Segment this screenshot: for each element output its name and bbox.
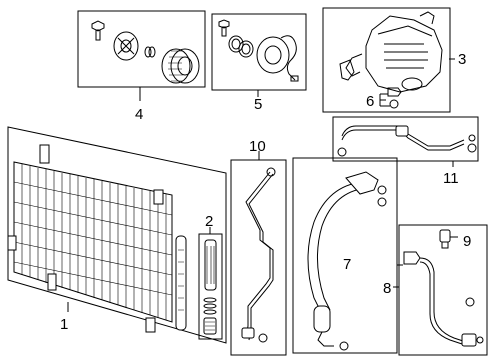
- callout-11: 11: [443, 170, 459, 187]
- callout-4: 4: [135, 106, 143, 123]
- coil-group-5: 5: [211, 13, 307, 113]
- suction-hose-part: [403, 251, 484, 347]
- shim-part: [144, 46, 156, 58]
- pulley-part: [161, 48, 200, 84]
- o-ring-part: [203, 297, 217, 303]
- suction-hose-box: [398, 224, 488, 356]
- field-coil-part: [256, 35, 299, 82]
- condenser-box: [7, 126, 227, 344]
- snap-ring-part: [228, 35, 254, 58]
- compressor-part: [339, 11, 443, 93]
- compressor-box: [322, 7, 451, 113]
- clutch-group-4: 4: [77, 10, 206, 123]
- pressure-switch-part-9: [439, 229, 458, 249]
- coil-bolt-part: [218, 19, 230, 37]
- callout-9: 9: [463, 233, 471, 250]
- coil-box: [211, 13, 307, 91]
- callout-10: 10: [249, 138, 266, 155]
- discharge-hose-part: [307, 171, 387, 351]
- pipe-part: [337, 125, 477, 157]
- callout-8: 8: [383, 280, 391, 297]
- callout-2: 2: [205, 213, 213, 230]
- discharge-hose-box: [292, 157, 398, 354]
- desiccant-kit-group-2: [198, 233, 223, 340]
- condenser-group-1: 1 2: [7, 126, 227, 344]
- pipe-box: [332, 116, 479, 162]
- clutch-box: [77, 10, 206, 88]
- compressor-group-3: 3 6: [322, 7, 466, 113]
- callout-3: 3: [458, 51, 466, 68]
- relief-valve-part-6: [379, 87, 402, 109]
- callout-7: 7: [343, 256, 351, 273]
- bolt-part: [91, 20, 105, 41]
- callout-5: 5: [254, 96, 262, 113]
- liquid-line-part: [241, 167, 276, 343]
- armature-plate-part: [113, 31, 139, 61]
- callout-1: 1: [60, 316, 68, 333]
- callout-6: 6: [366, 93, 374, 110]
- condenser-part: [7, 144, 187, 333]
- discharge-hose-group-7: 7: [292, 157, 403, 354]
- suction-hose-group-8: 8 9: [383, 224, 488, 356]
- liquid-line-box: [230, 159, 287, 356]
- pipe-group-11: 11: [332, 116, 479, 187]
- desiccant-bag-part: [204, 239, 217, 291]
- liquid-line-group-10: 10: [230, 138, 287, 356]
